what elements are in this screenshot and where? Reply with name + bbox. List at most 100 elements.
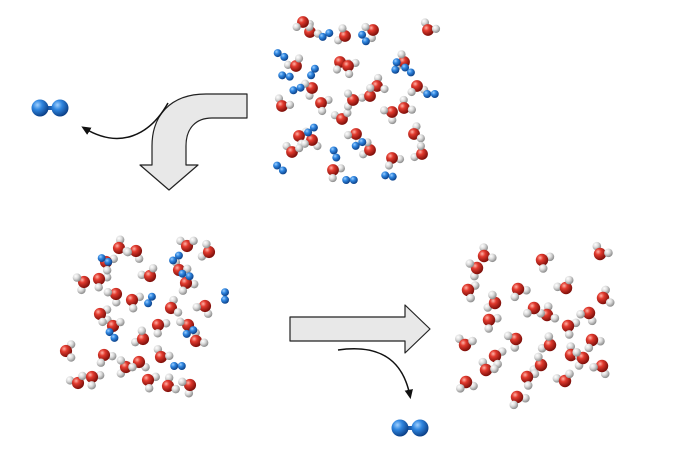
- oxygen-atom: [276, 100, 288, 112]
- hydrogen-atom: [137, 270, 146, 280]
- nitrogen-atom: [401, 63, 410, 72]
- nitrogen-molecule: [169, 251, 183, 265]
- oxygen-atom: [458, 338, 472, 352]
- nitrogen-atom: [147, 292, 156, 301]
- water-molecule: [327, 164, 345, 183]
- water-molecule: [478, 357, 499, 377]
- hydrogen-atom: [72, 273, 82, 282]
- nitrogen-atom: [361, 37, 370, 46]
- oxygen-atom: [364, 90, 376, 102]
- hydrogen-atom: [184, 389, 194, 398]
- nitrogen-atom: [309, 123, 318, 132]
- oxygen-atom: [535, 253, 549, 267]
- nitrogen-atom: [310, 64, 319, 73]
- water-molecule: [456, 375, 478, 393]
- oxygen-atom: [93, 307, 107, 321]
- hydrogen-atom: [328, 173, 337, 183]
- oxygen-atom: [477, 249, 491, 263]
- nitrogen-molecule: [105, 328, 119, 342]
- nitrogen-atom: [221, 295, 229, 304]
- hydrogen-atom: [521, 393, 530, 403]
- hydrogen-atom: [66, 353, 76, 362]
- nitrogen-molecule: [221, 288, 229, 304]
- oxygen-atom: [183, 378, 197, 392]
- water-molecule: [509, 390, 530, 410]
- nitrogen-atom: [381, 171, 390, 180]
- hydrogen-atom: [416, 141, 425, 151]
- oxygen-atom: [141, 373, 155, 387]
- released-n2-top: [31, 99, 69, 117]
- hydrogen-atom: [407, 105, 416, 114]
- nitrogen-molecule: [182, 326, 198, 338]
- oxygen-atom: [136, 332, 150, 346]
- water-molecule: [584, 333, 605, 353]
- water-molecule: [153, 345, 174, 364]
- hydrogen-atom: [596, 336, 605, 346]
- hydrogen-atom: [510, 292, 520, 302]
- hydrogen-atom: [123, 247, 132, 257]
- oxygen-atom: [202, 245, 216, 259]
- nitrogen-molecule: [273, 161, 287, 175]
- oxygen-atom: [422, 24, 434, 36]
- hydrogen-atom: [509, 400, 519, 410]
- water-molecule: [380, 106, 398, 125]
- hydrogen-atom: [173, 308, 183, 317]
- oxygen-atom: [77, 275, 91, 289]
- oxygen-atom: [306, 82, 318, 94]
- nitrogen-atom: [285, 72, 294, 81]
- hydrogen-atom: [153, 329, 162, 338]
- water-molecule: [420, 18, 441, 36]
- hydrogen-atom: [503, 331, 513, 341]
- hydrogen-atom: [294, 54, 304, 63]
- oxygen-atom: [151, 318, 165, 332]
- nitrogen-molecule: [381, 171, 397, 181]
- nitrogen-atom: [318, 32, 327, 41]
- nitrogen-molecule: [318, 29, 334, 41]
- hydrogen-atom: [176, 317, 185, 327]
- nitrogen-atom: [278, 71, 287, 80]
- water-molecule: [178, 377, 197, 398]
- bottom-right-panel-water-only: [455, 241, 615, 410]
- water-molecule: [465, 259, 484, 281]
- water-molecule: [561, 318, 581, 339]
- hydrogen-atom: [605, 298, 615, 307]
- nitrogen-atom: [177, 362, 186, 370]
- nitrogen-atom: [358, 138, 367, 147]
- hydrogen-atom: [534, 352, 543, 362]
- hydrogen-atom: [171, 384, 180, 394]
- nitrogen-atom: [289, 86, 298, 95]
- hydrogen-atom: [98, 317, 107, 327]
- hydrogen-atom: [338, 24, 347, 33]
- big-bent-arrow: [139, 93, 248, 191]
- water-molecule: [300, 134, 322, 151]
- water-molecule: [59, 340, 76, 362]
- nitrogen-molecule: [358, 30, 370, 46]
- water-molecule: [292, 16, 314, 32]
- water-molecule: [92, 272, 112, 292]
- oxygen-atom: [386, 106, 398, 118]
- water-molecule: [103, 315, 125, 333]
- oxygen-atom: [585, 333, 599, 347]
- water-molecule: [93, 305, 112, 327]
- nitrogen-atom: [185, 272, 194, 281]
- nitrogen-atom: [170, 362, 179, 370]
- nitrogen-molecule: [307, 64, 319, 80]
- hydrogen-atom: [199, 338, 209, 347]
- oxygen-atom: [327, 164, 339, 176]
- nitrogen-molecule: [342, 176, 358, 184]
- water-molecule: [572, 348, 590, 370]
- oxygen-atom: [470, 261, 484, 275]
- nitrogen-atom: [280, 52, 289, 61]
- hydrogen-atom: [553, 282, 562, 292]
- water-molecule: [274, 94, 295, 112]
- water-molecule: [358, 83, 376, 102]
- water-molecule: [553, 275, 574, 295]
- hydrogen-atom: [456, 384, 465, 393]
- water-molecule: [192, 299, 213, 318]
- hydrogen-atom: [604, 248, 613, 258]
- water-molecule: [482, 313, 502, 333]
- hydrogen-atom: [367, 33, 376, 43]
- nitrogen-atom: [104, 257, 113, 266]
